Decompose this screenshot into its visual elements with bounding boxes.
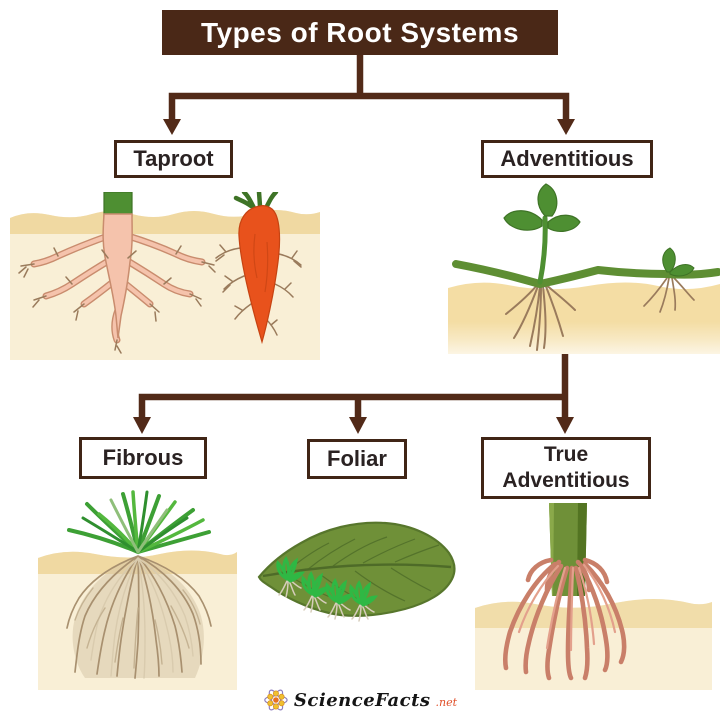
node-fibrous: Fibrous	[79, 437, 207, 479]
right-node-leaves	[662, 247, 695, 277]
diagram-title: Types of Root Systems	[162, 10, 558, 55]
taproot-main-root	[102, 213, 133, 339]
right-node-roots	[643, 277, 695, 313]
arrow-to-adventitious	[557, 119, 575, 135]
arrow-to-foliar	[349, 417, 367, 434]
grass-tuft	[67, 490, 211, 554]
taproot-illustration	[10, 192, 320, 360]
shoot-stem	[537, 215, 548, 285]
node-foliar: Foliar	[307, 439, 407, 479]
node-true-adventitious: True Adventitious	[481, 437, 651, 499]
prop-roots	[502, 557, 627, 681]
carrot-rootlets	[215, 244, 302, 336]
leaf-plantlets	[276, 556, 379, 622]
taproot-rootlets	[18, 245, 216, 354]
node-true-adventitious-label: True Adventitious	[502, 442, 630, 492]
node-taproot: Taproot	[114, 140, 233, 178]
soil-top-band	[475, 599, 712, 628]
carrot-leaves	[233, 192, 279, 211]
shoot-leaves	[503, 183, 581, 232]
brand-tld: .net	[435, 695, 458, 709]
carrot-texture-lines	[253, 233, 269, 293]
node-adventitious: Adventitious	[481, 140, 653, 178]
level2-branch-line	[138, 393, 565, 419]
atom-flower-icon	[264, 689, 288, 711]
arrow-to-fibrous	[133, 417, 151, 434]
node-foliar-label: Foliar	[327, 446, 387, 471]
carrot	[215, 192, 302, 345]
soil-band	[448, 282, 720, 354]
carrot-body	[238, 205, 281, 345]
taproot-stem	[103, 192, 133, 217]
fibrous-roots	[66, 555, 212, 679]
node-taproot-label: Taproot	[133, 146, 214, 171]
taproot-plant	[18, 192, 216, 354]
footer-logo: ScienceFacts .net	[263, 687, 457, 713]
level1-branch-line	[168, 92, 570, 122]
adventitious-illustration	[448, 183, 720, 354]
arrow-to-true-adventitious	[556, 417, 574, 434]
fibrous-illustration	[38, 490, 237, 690]
brand-name: ScienceFacts	[293, 689, 431, 711]
node-fibrous-label: Fibrous	[102, 445, 184, 470]
main-node-roots	[505, 283, 576, 351]
foliar-illustration	[257, 521, 456, 622]
node-adventitious-label: Adventitious	[500, 146, 634, 171]
true-adventitious-illustration	[475, 503, 712, 690]
arrow-to-taproot	[163, 119, 181, 135]
